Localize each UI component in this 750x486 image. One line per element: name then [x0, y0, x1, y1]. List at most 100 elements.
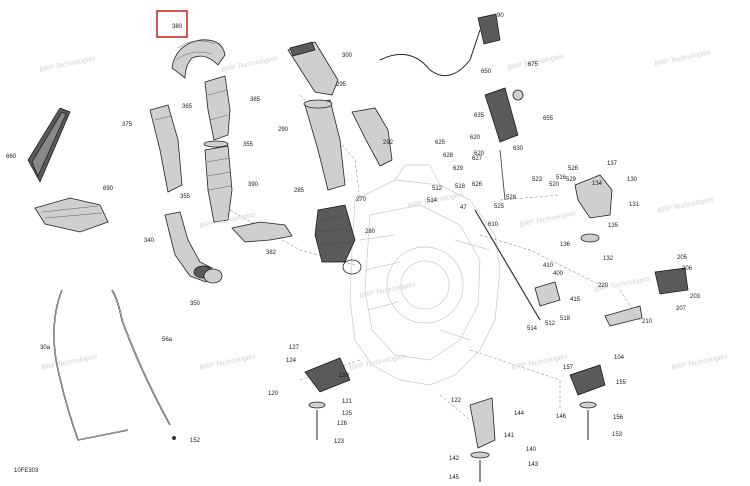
callout-415: 415 — [570, 297, 581, 303]
callout-520: 520 — [549, 182, 560, 188]
callout-56a: 56a — [162, 337, 173, 343]
callout-layer: 9030038036529538565067565537529029263562… — [0, 0, 701, 481]
callout-529: 529 — [566, 177, 577, 183]
highlight-box — [156, 10, 188, 38]
callout-47: 47 — [460, 205, 467, 211]
callout-690: 690 — [103, 186, 114, 192]
bracket-130 — [574, 174, 613, 219]
linkage-400 — [534, 281, 561, 307]
callout-518: 518 — [455, 184, 466, 190]
callout-127: 127 — [289, 345, 300, 351]
callout-145: 145 — [449, 475, 460, 481]
callout-630: 630 — [513, 146, 524, 152]
callout-152: 152 — [190, 438, 201, 444]
engine-block-outline — [349, 164, 501, 386]
callout-626: 626 — [472, 182, 483, 188]
cable-90 — [379, 13, 501, 77]
mount-135 — [580, 233, 600, 243]
callout-137: 137 — [607, 161, 618, 167]
callout-655: 655 — [543, 116, 554, 122]
callout-121: 121 — [342, 399, 353, 405]
callout-156: 156 — [613, 415, 624, 421]
callout-140: 140 — [526, 447, 537, 453]
watermark-text: BRP Technologies — [39, 55, 97, 74]
callout-620: 620 — [470, 135, 481, 141]
callout-629: 629 — [453, 166, 464, 172]
mount-150 — [569, 364, 606, 440]
callout-153: 153 — [612, 432, 623, 438]
callout-135: 135 — [608, 223, 619, 229]
callout-122: 122 — [451, 398, 462, 404]
watermark-text: BRP Technologies — [657, 196, 715, 215]
callout-355: 355 — [243, 142, 254, 148]
callout-280: 280 — [365, 229, 376, 235]
intake-pipe-382 — [231, 221, 293, 243]
pedal-bracket-650 — [484, 87, 524, 143]
callout-90: 90 — [497, 13, 504, 19]
callout-206: 206 — [682, 266, 693, 272]
callout-136: 136 — [560, 242, 571, 248]
callout-141: 141 — [504, 433, 515, 439]
hose-30a — [53, 289, 129, 441]
callout-365: 365 — [182, 104, 193, 110]
callout-134: 134 — [592, 181, 603, 187]
callout-528: 528 — [506, 195, 517, 201]
callout-130: 130 — [627, 177, 638, 183]
callout-155: 155 — [616, 380, 627, 386]
callout-144: 144 — [514, 411, 525, 417]
callout-290: 290 — [278, 127, 289, 133]
callout-207: 207 — [676, 306, 687, 312]
callout-123: 123 — [334, 439, 345, 445]
callout-142: 142 — [449, 456, 460, 462]
callout-350: 350 — [190, 301, 201, 307]
intake-boot-270 — [314, 204, 356, 263]
callout-205: 205 — [677, 255, 688, 261]
callout-150: 150 — [339, 373, 350, 379]
callout-625: 625 — [435, 140, 446, 146]
callout-126: 126 — [337, 421, 348, 427]
callout-628: 628 — [443, 153, 454, 159]
linkage-rod-510 — [474, 149, 541, 321]
callout-523: 523 — [532, 177, 543, 183]
callout-382: 382 — [266, 250, 277, 256]
callout-525: 525 — [494, 204, 505, 210]
intake-hose-390 — [203, 140, 233, 223]
callout-660: 660 — [6, 154, 17, 160]
callout-300: 300 — [342, 53, 353, 59]
callout-131: 131 — [629, 202, 640, 208]
intake-duct-380 — [171, 39, 226, 79]
callout-57: 57 — [0, 0, 7, 2]
callout-380: 380 — [172, 24, 183, 30]
callout-675: 675 — [528, 62, 539, 68]
callout-375: 375 — [122, 122, 133, 128]
callout-355: 355 — [180, 194, 191, 200]
callout-400: 400 — [553, 271, 564, 277]
callout-620: 620 — [474, 151, 485, 157]
callout-203: 203 — [690, 294, 701, 300]
intake-duct-385 — [204, 75, 231, 141]
callout-635: 635 — [474, 113, 485, 119]
callout-210: 210 — [642, 319, 653, 325]
intake-manifold-290 — [303, 99, 346, 191]
watermark-text: BRP Technologies — [511, 353, 569, 372]
callout-285: 285 — [294, 188, 305, 194]
mount-140 — [469, 397, 496, 482]
lever-210 — [604, 305, 643, 327]
callout-143: 143 — [528, 462, 539, 468]
watermark-text: BRP Technologies — [654, 49, 712, 68]
watermark-text: BRP Technologies — [199, 353, 257, 372]
callout-514: 514 — [427, 198, 438, 204]
watermark-text: BRP Technologies — [519, 210, 577, 229]
hose-56a — [111, 289, 176, 440]
callout-518: 518 — [560, 316, 571, 322]
mount-120 — [304, 357, 351, 440]
intake-tube-375 — [149, 104, 183, 193]
diagram-code: 10FE303 — [14, 468, 39, 474]
watermark-text: BRP Technologies — [671, 353, 729, 372]
watermark-text: BRP Technologies — [41, 353, 99, 372]
callout-132: 132 — [603, 256, 614, 262]
intake-elbow-340 — [164, 211, 223, 284]
callout-390: 390 — [248, 182, 259, 188]
